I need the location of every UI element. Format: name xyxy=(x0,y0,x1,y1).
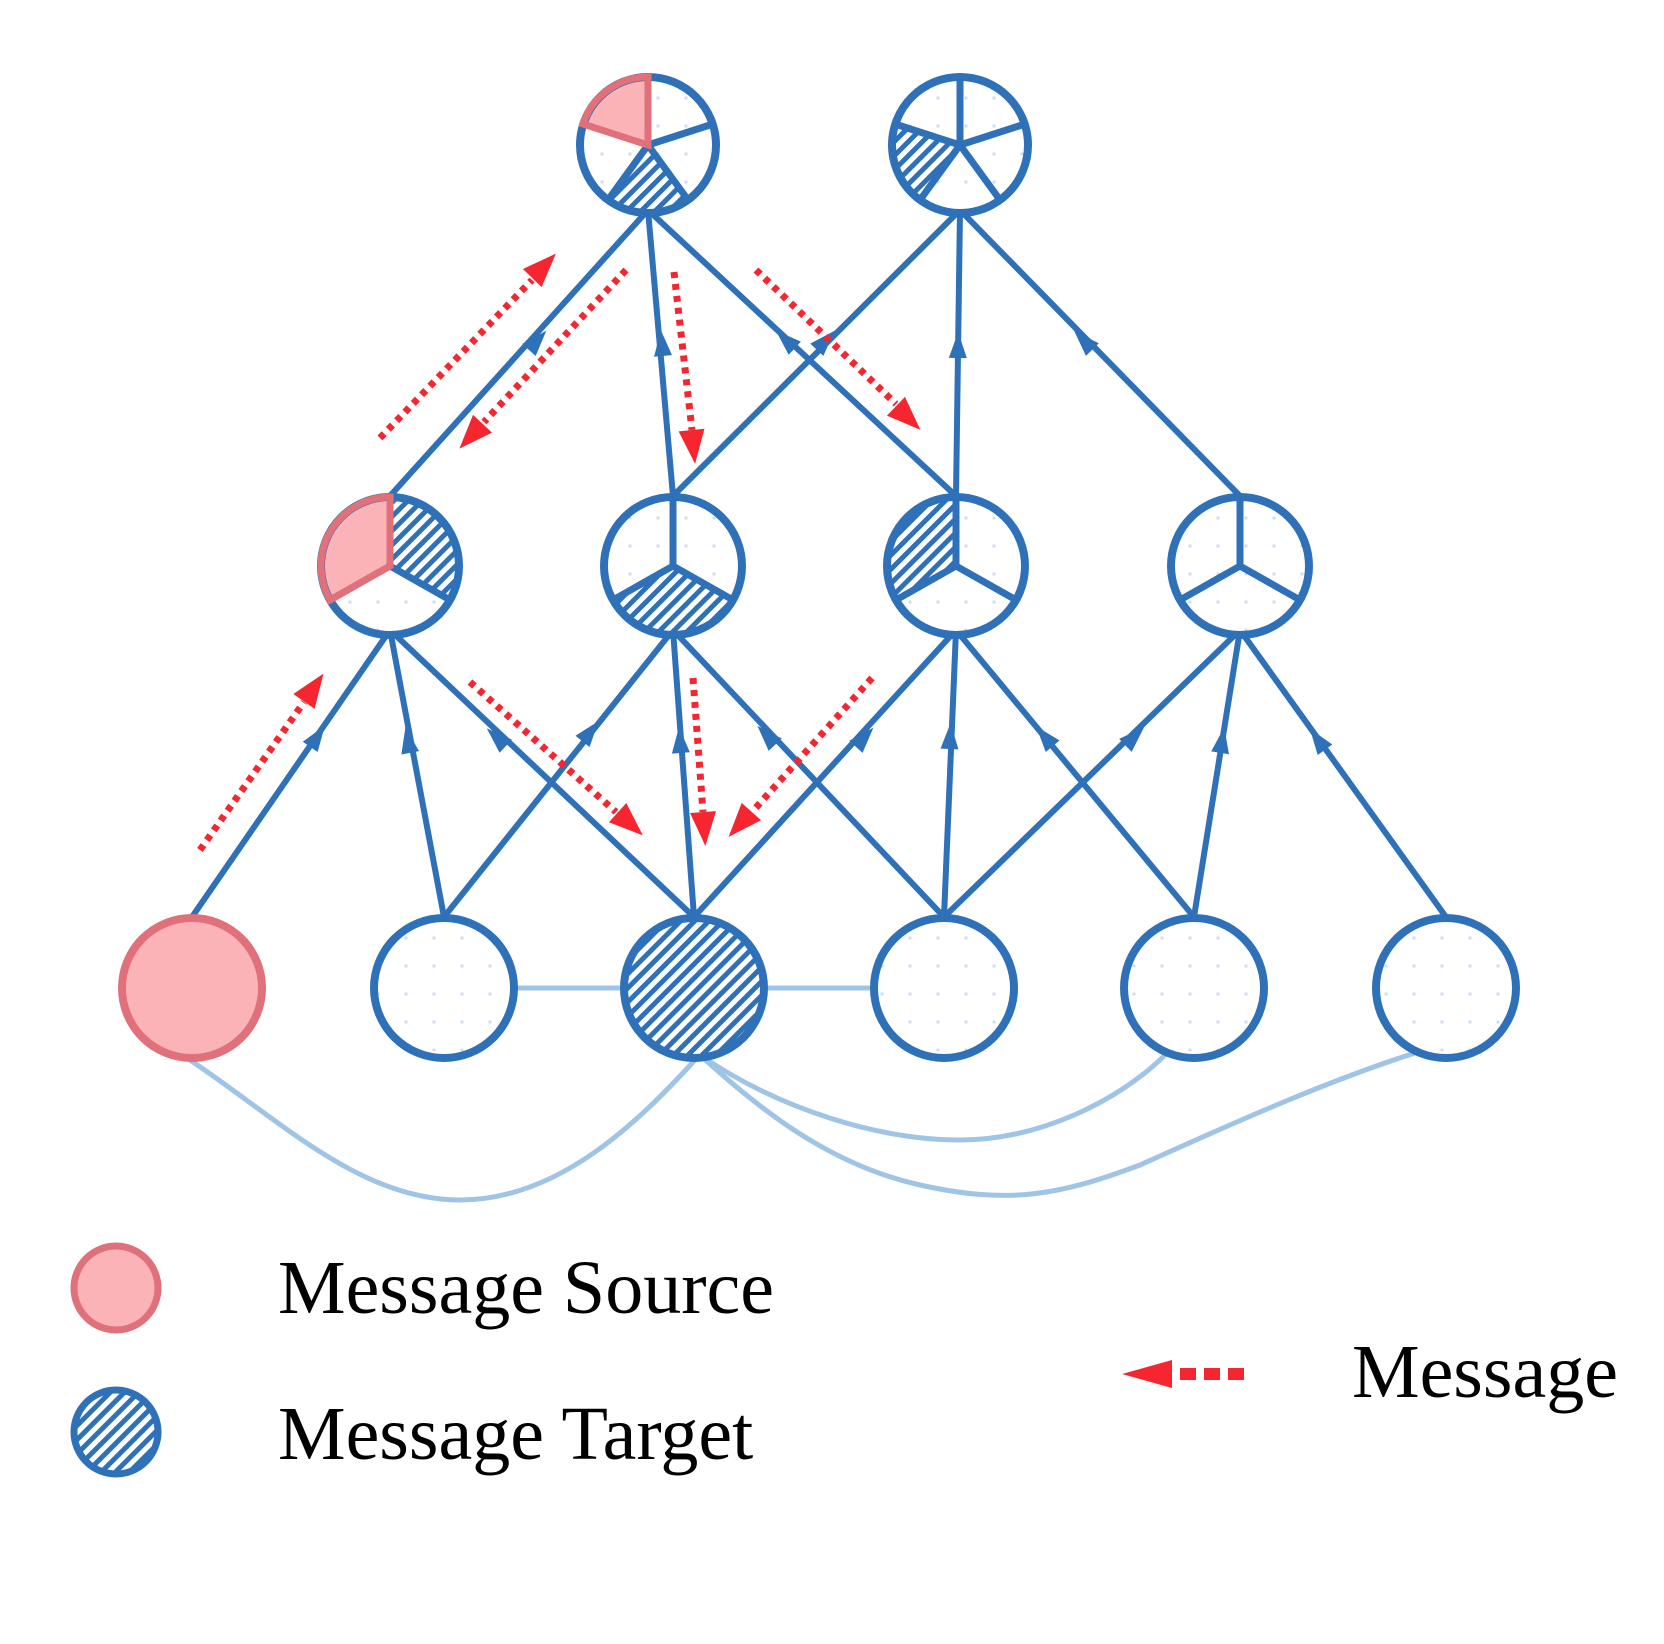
edge-arrowheads xyxy=(302,330,1333,755)
arrowhead xyxy=(654,330,673,357)
arrowhead xyxy=(940,723,959,750)
arrowhead xyxy=(775,330,801,355)
legend-source-label: Message Source xyxy=(278,1246,774,1330)
edge xyxy=(691,627,959,920)
arrowhead xyxy=(948,332,967,359)
edge xyxy=(645,207,959,499)
arrowhead xyxy=(849,727,874,753)
edge xyxy=(1191,629,1243,918)
message-arrow xyxy=(670,271,696,431)
message-arrow xyxy=(481,267,629,425)
message-arrowhead xyxy=(293,673,324,709)
message-arrow xyxy=(377,277,535,441)
arrowhead xyxy=(1119,727,1145,752)
edge xyxy=(387,207,651,499)
edge xyxy=(670,629,697,918)
node xyxy=(1372,914,1520,1062)
layer1-node-c xyxy=(883,493,1029,639)
arrowhead xyxy=(575,721,599,747)
edge xyxy=(941,627,1243,920)
legend-message-label: Message xyxy=(1352,1330,1618,1414)
edge xyxy=(441,628,676,919)
edge xyxy=(189,628,393,919)
layer1-node-a xyxy=(317,493,463,639)
layer0-to-layer1-edges xyxy=(189,627,1449,920)
message-arrow xyxy=(689,677,707,813)
legend xyxy=(70,1242,1244,1478)
node xyxy=(1120,914,1268,1062)
message-arrowheads xyxy=(293,253,921,846)
edge xyxy=(941,629,959,918)
arrowhead xyxy=(1036,726,1060,752)
hatched-blue-circle-icon xyxy=(70,1386,162,1478)
node xyxy=(370,914,518,1062)
message-arrowhead xyxy=(608,802,643,836)
message-arrows xyxy=(197,267,899,853)
arrowhead xyxy=(671,727,690,754)
layer2-node-b xyxy=(888,73,1032,217)
arrowhead xyxy=(1211,727,1229,755)
edge xyxy=(387,629,447,918)
edge xyxy=(953,628,1197,919)
message-arrowhead xyxy=(728,802,762,837)
layer1-node-d xyxy=(1167,493,1313,639)
layer1-to-layer2-edges xyxy=(387,207,1243,499)
edge xyxy=(670,207,963,499)
base-edge xyxy=(698,1052,1167,1143)
edge xyxy=(1237,628,1449,919)
arrowhead xyxy=(522,330,547,356)
arrowhead xyxy=(302,725,325,752)
node xyxy=(870,914,1018,1062)
message-arrowhead xyxy=(459,414,493,449)
arrowhead xyxy=(486,728,512,753)
base-edge xyxy=(188,1057,697,1203)
arrowhead xyxy=(401,727,420,755)
base-edge xyxy=(698,1050,1416,1198)
edge xyxy=(670,627,947,920)
legend-target-label: Message Target xyxy=(278,1392,754,1476)
layer2-node-a xyxy=(576,73,720,217)
layer0-nodes xyxy=(118,914,1520,1062)
dashed-red-arrow-icon xyxy=(1122,1360,1244,1388)
message-arrow xyxy=(467,679,619,815)
edge xyxy=(387,627,697,920)
layer1-node-b xyxy=(600,493,746,639)
message-arrow xyxy=(753,267,899,407)
message-arrowhead xyxy=(690,811,716,846)
message-arrowhead xyxy=(886,396,921,430)
source-node xyxy=(118,914,266,1062)
arrowhead xyxy=(1074,330,1099,356)
arrowhead xyxy=(757,725,782,751)
message-arrowhead xyxy=(522,253,556,288)
message-arrowhead xyxy=(678,428,705,464)
edge xyxy=(957,207,1243,499)
target-node xyxy=(620,914,768,1062)
arrowhead xyxy=(1309,728,1333,755)
base-graph-edges xyxy=(188,985,1416,1203)
target-sector xyxy=(608,145,688,214)
pink-circle-icon xyxy=(70,1242,162,1334)
message-arrow xyxy=(749,675,875,815)
